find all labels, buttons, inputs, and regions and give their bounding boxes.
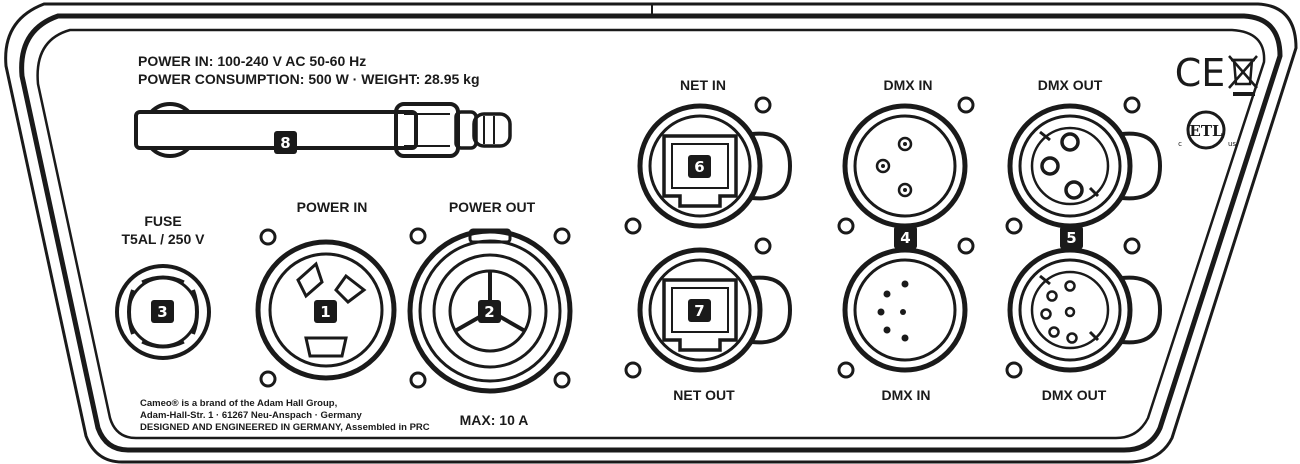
badge-4: 4 <box>894 226 917 249</box>
svg-text:2: 2 <box>484 303 494 321</box>
net-out-connector[interactable] <box>637 247 793 373</box>
mount-screw <box>259 228 277 246</box>
dmx-out-bottom-label: DMX OUT <box>1042 387 1107 403</box>
mount-screw <box>259 370 277 388</box>
net-in-connector[interactable] <box>637 103 793 229</box>
brand-line-1: Cameo® is a brand of the Adam Hall Group… <box>140 398 337 409</box>
svg-text:6: 6 <box>694 158 704 176</box>
mount-screw <box>409 227 427 245</box>
fuse-title: FUSE <box>144 213 181 229</box>
svg-text:7: 7 <box>694 302 704 320</box>
dmx-out-top-label: DMX OUT <box>1038 77 1103 93</box>
crossed-bin-icon <box>1228 55 1258 96</box>
mount-screw <box>1123 96 1141 114</box>
spec-consumption-weight: POWER CONSUMPTION: 500 W · WEIGHT: 28.95… <box>138 71 480 87</box>
dmx-out-5pin-connector[interactable] <box>1007 247 1163 373</box>
max-current-label: MAX: 10 A <box>460 412 529 428</box>
mount-screw <box>957 96 975 114</box>
dmx-in-top-label: DMX IN <box>884 77 933 93</box>
mount-screw <box>837 361 855 379</box>
mount-screw <box>1005 361 1023 379</box>
badge-5: 5 <box>1060 226 1083 249</box>
mount-screw <box>837 217 855 235</box>
mount-screw <box>754 237 772 255</box>
net-in-label: NET IN <box>680 77 726 93</box>
mount-screw <box>1005 217 1023 235</box>
svg-text:5: 5 <box>1066 229 1076 247</box>
power-in-connector[interactable] <box>255 239 397 381</box>
wireless-antenna <box>134 102 512 158</box>
etl-listed-icon: ETL c us <box>1178 110 1236 150</box>
badge-7: 7 <box>688 299 711 322</box>
spec-power-in: POWER IN: 100-240 V AC 50-60 Hz <box>138 53 366 69</box>
svg-text:ETL: ETL <box>1189 122 1223 140</box>
svg-text:3: 3 <box>157 303 167 321</box>
badge-1: 1 <box>314 300 337 323</box>
housing-outline <box>4 2 1298 464</box>
dmx-in-3pin-connector[interactable] <box>842 103 968 229</box>
net-out-label: NET OUT <box>673 387 735 403</box>
mount-screw <box>754 96 772 114</box>
dmx-in-bottom-label: DMX IN <box>882 387 931 403</box>
svg-text:c: c <box>1178 140 1182 148</box>
mount-screw <box>624 361 642 379</box>
mount-screw <box>553 227 571 245</box>
brand-line-3: DESIGNED AND ENGINEERED IN GERMANY, Asse… <box>140 422 430 433</box>
mount-screw <box>553 371 571 389</box>
badge-8: 8 <box>274 131 297 154</box>
badge-6: 6 <box>688 155 711 178</box>
mount-screw <box>957 237 975 255</box>
power-in-label: POWER IN <box>297 199 368 215</box>
svg-text:8: 8 <box>280 134 290 152</box>
fuse-rating: T5AL / 250 V <box>121 231 205 247</box>
mount-screw <box>409 371 427 389</box>
mount-screw <box>624 217 642 235</box>
svg-text:1: 1 <box>320 303 330 321</box>
ce-mark-icon: CE <box>1175 51 1226 95</box>
power-out-label: POWER OUT <box>449 199 536 215</box>
svg-text:us: us <box>1228 140 1236 148</box>
dmx-in-5pin-connector[interactable] <box>842 247 968 373</box>
svg-text:4: 4 <box>900 229 910 247</box>
dmx-out-3pin-connector[interactable] <box>1007 103 1163 229</box>
badge-3: 3 <box>151 300 174 323</box>
mount-screw <box>1123 237 1141 255</box>
brand-line-2: Adam-Hall-Str. 1 · 61267 Neu-Anspach · G… <box>140 410 362 421</box>
badge-2: 2 <box>478 300 501 323</box>
fuse-holder[interactable] <box>115 264 211 360</box>
